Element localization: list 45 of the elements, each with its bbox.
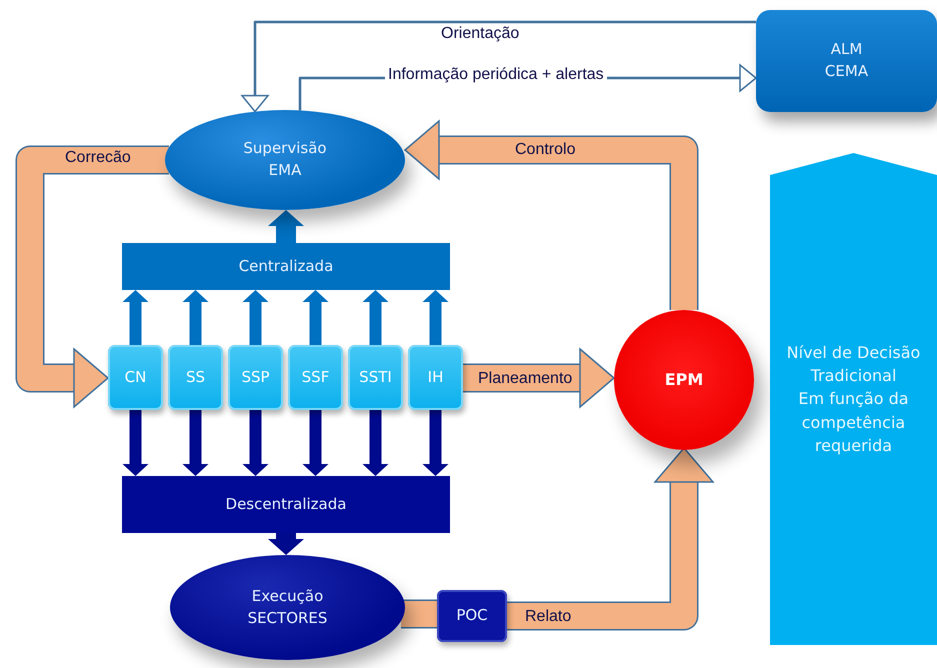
block-arrow [182, 410, 208, 476]
block-arrow [302, 410, 328, 476]
node-label: SSP [241, 366, 270, 388]
block-arrow [17, 147, 169, 408]
edge-label: Informação periódica + alertas [385, 65, 607, 84]
tile [348, 345, 403, 410]
node-label: Descentralizada [226, 494, 346, 515]
block-arrow [242, 410, 268, 476]
block-arrow [268, 533, 304, 555]
block-arrow [463, 348, 615, 408]
block-arrow [422, 290, 448, 345]
tile [108, 345, 163, 410]
block-arrow [182, 290, 208, 345]
tile [408, 345, 463, 410]
block-arrow [362, 290, 388, 345]
node-label: Nível de Decisão Tradicional [786, 342, 922, 388]
node-label: CN [124, 366, 146, 388]
tile [228, 345, 283, 410]
node-label: SS [186, 366, 206, 388]
block-arrow [268, 210, 304, 243]
rounded-box [437, 590, 507, 642]
arrow [241, 20, 756, 112]
node-label: Execução SECTORES [246, 586, 328, 628]
block-arrow [242, 290, 268, 345]
tile [288, 345, 343, 410]
node-label: SSTI [359, 366, 392, 388]
block-arrow [122, 410, 148, 476]
node-label: POC [456, 605, 488, 626]
block-arrow [122, 290, 148, 345]
node-label: IH [428, 366, 444, 388]
block-arrow [302, 290, 328, 345]
block-arrow [507, 447, 714, 629]
block-arrow [362, 410, 388, 476]
bar [122, 243, 450, 290]
node-label: Supervisão EMA [242, 138, 328, 181]
node-label: ALM CEMA [824, 39, 870, 82]
node-label: SSF [302, 366, 330, 388]
block-arrow [404, 120, 697, 310]
node-label: EPM [664, 369, 704, 392]
rounded-box [756, 10, 937, 112]
node-label: Em função da competência requerida [797, 388, 910, 457]
bar [122, 476, 450, 533]
node-label: Centralizada [238, 256, 334, 277]
tile [168, 345, 223, 410]
block-arrow [422, 410, 448, 476]
